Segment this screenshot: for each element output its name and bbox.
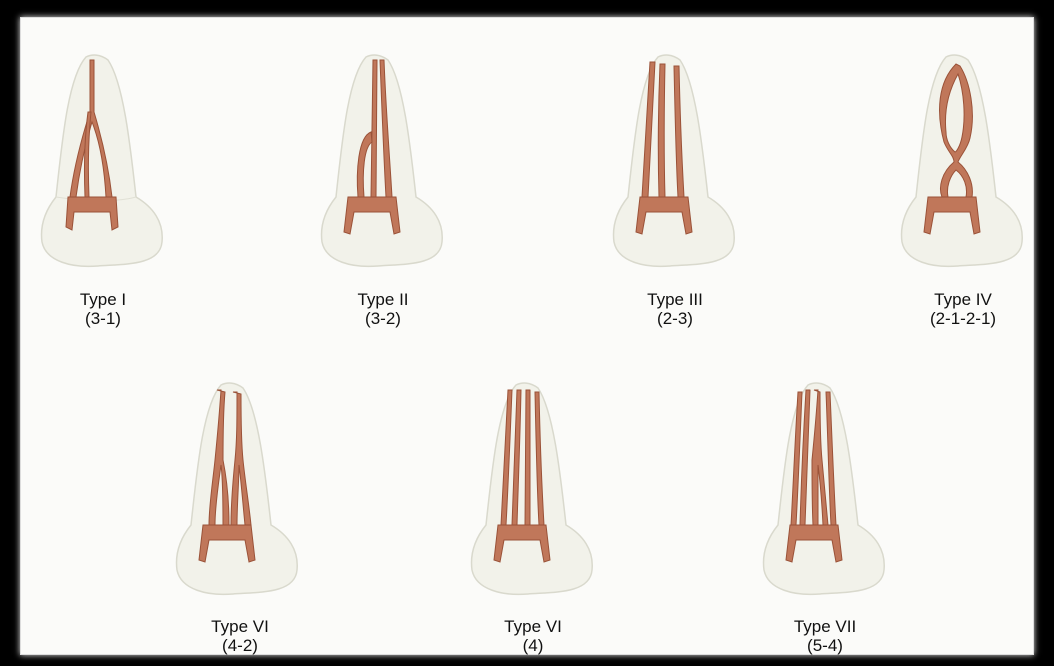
tooth-type-6-2-illustration (173, 380, 303, 600)
type-code: (2-3) (595, 309, 755, 328)
type-name: Type VII (745, 617, 905, 636)
type-code: (3-2) (303, 309, 463, 328)
type-1-label: Type I (3-1) (23, 290, 183, 328)
type-name: Type III (595, 290, 755, 309)
type-2-label: Type II (3-2) (303, 290, 463, 328)
type-name: Type VI (453, 617, 613, 636)
tooth-type-1-illustration (38, 52, 168, 272)
tooth-type-7-illustration (760, 380, 890, 600)
type-7-label: Type VII (5-4) (745, 617, 905, 655)
type-3-label: Type III (2-3) (595, 290, 755, 328)
type-name: Type II (303, 290, 463, 309)
type-code: (5-4) (745, 636, 905, 655)
type-code: (2-1-2-1) (883, 309, 1043, 328)
tooth-type-2-illustration (318, 52, 448, 272)
type-name: Type I (23, 290, 183, 309)
type-code: (4-2) (160, 636, 320, 655)
type-name: Type IV (883, 290, 1043, 309)
type-code: (4) (453, 636, 613, 655)
tooth-type-6-4-illustration (468, 380, 598, 600)
tooth-type-4-illustration (898, 52, 1028, 272)
type-name: Type VI (160, 617, 320, 636)
type-4-label: Type IV (2-1-2-1) (883, 290, 1043, 328)
tooth-type-3-illustration (610, 52, 740, 272)
type-6a-label: Type VI (4-2) (160, 617, 320, 655)
type-6b-label: Type VI (4) (453, 617, 613, 655)
type-code: (3-1) (23, 309, 183, 328)
